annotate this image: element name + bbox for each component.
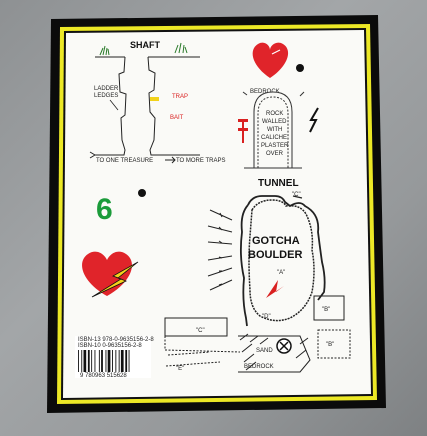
barcode-bar [115, 350, 117, 372]
barcode-bar [101, 350, 103, 372]
wall-line-4: CALICHE [261, 135, 287, 141]
tunnel-label: TUNNEL [258, 178, 299, 189]
hole-mid-left [138, 189, 146, 197]
red-cross-icon [238, 119, 248, 143]
label-bedrock-bottom: BEDROCK [244, 364, 274, 370]
barcode-bar [128, 350, 130, 372]
label-e: "E" [176, 366, 184, 372]
barcode-bar [94, 350, 96, 372]
trap-label: TRAP [172, 94, 188, 100]
barcode-bars [78, 350, 130, 372]
heart-top-icon [252, 42, 289, 78]
wall-line-3: WITH [267, 127, 282, 133]
barcode-text-2: ISBN-10 0-9635156-2-8 [78, 343, 142, 349]
label-c-top: "C" [292, 192, 301, 198]
barcode-bar [78, 350, 79, 372]
white-sheet [63, 30, 371, 398]
more-traps-label: TO MORE TRAPS [176, 158, 225, 164]
bait-box [150, 97, 159, 101]
x-marker-cross [279, 341, 289, 351]
barcode-block: ISBN-13 978-0-9635156-2-8 ISBN-10 0-9635… [75, 336, 154, 379]
heart-top-mark [271, 49, 281, 55]
label-c2: "C" [196, 328, 205, 334]
barcode-bar [105, 350, 107, 372]
heart-bottom-icon [82, 251, 132, 296]
barcode-bar [98, 350, 100, 372]
gotcha-line-2: BOULDER [248, 249, 302, 261]
wall-line-2: WALLED [262, 119, 287, 125]
ladder-label-2: LEDGES [94, 93, 118, 99]
barcode-bar [81, 350, 83, 372]
red-arrow-icon [266, 280, 284, 298]
barcode-bar [107, 350, 111, 372]
gotcha-line-1: GOTCHA [252, 235, 300, 247]
bait-label: BAIT [170, 115, 184, 121]
rock-wall-arch [242, 91, 305, 169]
label-b2: "B" [326, 342, 334, 348]
lightning-mark-icon [309, 107, 319, 133]
label-d: "D" [262, 314, 271, 320]
ladder-pointer [109, 99, 119, 111]
tunnel-diagram [207, 195, 326, 327]
wall-line-6: OVER [266, 151, 284, 157]
bedrock-top-label: BEDROCK [250, 89, 280, 95]
shaft-title: SHAFT [130, 40, 160, 50]
wall-line-5: PLASTER [261, 143, 289, 149]
lightning-bolt-icon [91, 261, 139, 298]
hole-top-right [296, 64, 304, 72]
label-b1: "B" [322, 307, 330, 313]
floor-blocks [164, 295, 351, 373]
barcode-bar [120, 350, 124, 372]
barcode-text-1: ISBN-13 978-0-9635156-2-8 [78, 337, 154, 343]
barcode-bar [87, 350, 90, 372]
barcode-bar [118, 350, 120, 372]
barcode-bar [91, 350, 93, 372]
page-number: 6 [96, 193, 113, 226]
barcode-text-3: 9 780963 515628 [80, 373, 127, 379]
barcode-bar [83, 350, 87, 372]
shaft-diagram [89, 42, 200, 164]
ladder-label-1: LADDER [94, 86, 119, 92]
barcode-bar [112, 350, 113, 372]
label-sand: SAND [256, 348, 273, 354]
treasure-label: TO ONE TREASURE [96, 158, 153, 164]
wall-line-1: ROCK [266, 111, 283, 117]
barcode-bar [125, 350, 128, 372]
label-a: "A" [277, 270, 285, 276]
